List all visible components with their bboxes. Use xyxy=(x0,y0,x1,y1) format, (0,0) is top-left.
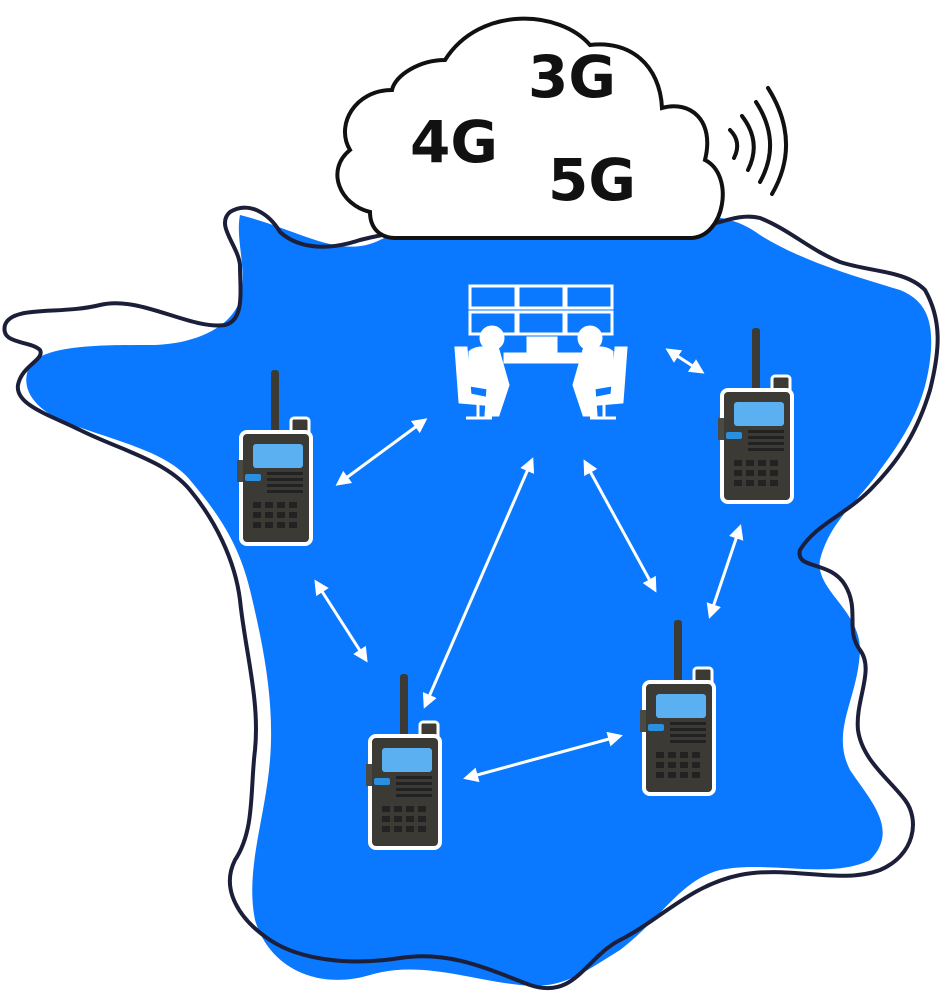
link-west-southwest xyxy=(314,579,368,663)
link-southwest-southeast xyxy=(463,731,623,783)
link-dispatch-southeast xyxy=(583,459,657,593)
network-label-5g: 5G xyxy=(548,146,636,214)
france-map-outline xyxy=(2,205,940,991)
network-label-3g: 3G xyxy=(528,43,616,111)
link-dispatch-west xyxy=(335,418,428,486)
dispatch-center-icon xyxy=(454,284,628,420)
network-label-4g: 4G xyxy=(410,108,498,176)
cloud-shape xyxy=(335,16,725,240)
link-southeast-east xyxy=(706,524,744,619)
wireless-signal-icon xyxy=(728,86,789,196)
link-dispatch-east xyxy=(665,348,705,374)
france-map-fill xyxy=(26,213,932,986)
link-dispatch-southwest xyxy=(422,457,535,709)
